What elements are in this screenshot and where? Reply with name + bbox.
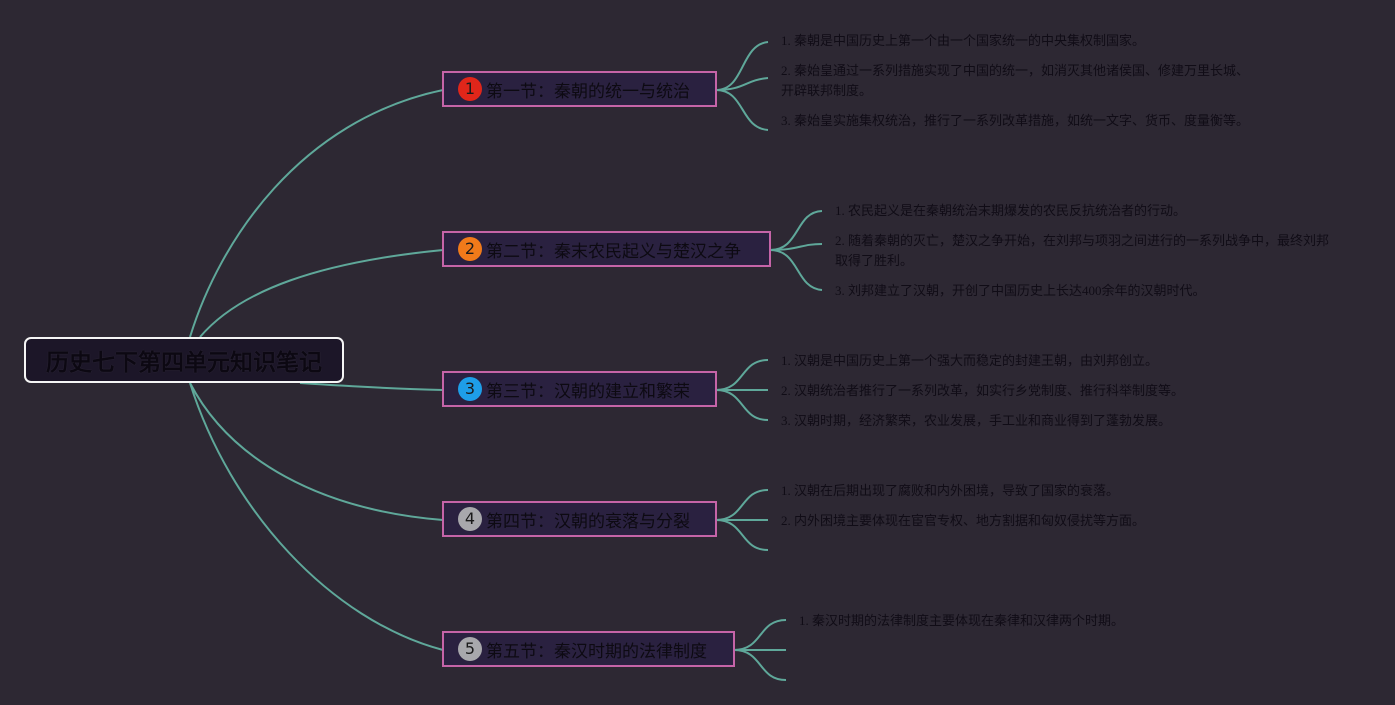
number-badge-1: 1 xyxy=(458,77,482,101)
root-connector-1 xyxy=(189,89,444,338)
note-2-1: 1. 农民起义是在秦朝统治末期爆发的农民反抗统治者的行动。 xyxy=(835,203,1187,218)
note-3-3: 3. 汉朝时期，经济繁荣，农业发展，手工业和商业得到了蓬勃发展。 xyxy=(781,413,1172,428)
branch-5-3 xyxy=(733,649,787,681)
root-title: 历史七下第四单元知识笔记 xyxy=(46,350,322,376)
note-2-3: 3. 刘邦建立了汉朝，开创了中国历史上长达400余年的汉朝时代。 xyxy=(835,283,1206,298)
number-badge-2: 2 xyxy=(458,237,482,261)
section-title-3: 第三节：汉朝的建立和繁荣 xyxy=(486,381,690,402)
branch-4-1 xyxy=(715,489,769,521)
number-badge-4: 4 xyxy=(458,507,482,531)
number-badge-3: 3 xyxy=(458,377,482,401)
note-3-1: 1. 汉朝是中国历史上第一个强大而稳定的封建王朝，由刘邦创立。 xyxy=(781,353,1159,368)
section-node-4[interactable]: 4 第四节：汉朝的衰落与分裂 xyxy=(442,501,717,537)
section-node-5[interactable]: 5 第五节：秦汉时期的法律制度 xyxy=(442,631,735,667)
note-1-1: 1. 秦朝是中国历史上第一个由一个国家统一的中央集权制国家。 xyxy=(781,33,1146,48)
note-4-2: 2. 内外困境主要体现在宦官专权、地方割据和匈奴侵扰等方面。 xyxy=(781,513,1146,528)
root-node[interactable]: 历史七下第四单元知识笔记 xyxy=(24,337,344,383)
branch-3-3 xyxy=(715,389,769,421)
branch-4-3 xyxy=(715,519,769,551)
section-title-1: 第一节：秦朝的统一与统治 xyxy=(486,81,690,102)
root-connector-2 xyxy=(199,249,444,338)
branch-1-3 xyxy=(715,89,769,131)
branch-5-1 xyxy=(733,619,787,651)
section-title-2: 第二节：秦末农民起义与楚汉之争 xyxy=(486,241,741,262)
note-1-2: 2. 秦始皇通过一系列措施实现了中国的统一，如消灭其他诸侯国、修建万里长城、开辟… xyxy=(781,63,1250,98)
branch-1-1 xyxy=(715,41,769,91)
note-3-2: 2. 汉朝统治者推行了一系列改革，如实行乡党制度、推行科举制度等。 xyxy=(781,383,1185,398)
note-4-1: 1. 汉朝在后期出现了腐败和内外困境，导致了国家的衰落。 xyxy=(781,483,1120,498)
root-connector-4 xyxy=(189,382,444,521)
section-title-4: 第四节：汉朝的衰落与分裂 xyxy=(486,511,690,532)
number-badge-5: 5 xyxy=(458,637,482,661)
branch-2-2 xyxy=(769,243,823,251)
root-connector-3 xyxy=(299,382,444,391)
section-node-2[interactable]: 2 第二节：秦末农民起义与楚汉之争 xyxy=(442,231,771,267)
note-2-2: 2. 随着秦朝的灭亡，楚汉之争开始，在刘邦与项羽之间进行的一系列战争中，最终刘邦… xyxy=(835,233,1330,268)
branch-2-3 xyxy=(769,249,823,291)
note-1-3: 3. 秦始皇实施集权统治，推行了一系列改革措施，如统一文字、货币、度量衡等。 xyxy=(781,113,1250,128)
root-connector-5 xyxy=(189,382,444,651)
branch-3-1 xyxy=(715,359,769,391)
section-node-1[interactable]: 1 第一节：秦朝的统一与统治 xyxy=(442,71,717,107)
section-node-3[interactable]: 3 第三节：汉朝的建立和繁荣 xyxy=(442,371,717,407)
section-title-5: 第五节：秦汉时期的法律制度 xyxy=(486,641,707,662)
note-5-1: 1. 秦汉时期的法律制度主要体现在秦律和汉律两个时期。 xyxy=(799,613,1125,628)
